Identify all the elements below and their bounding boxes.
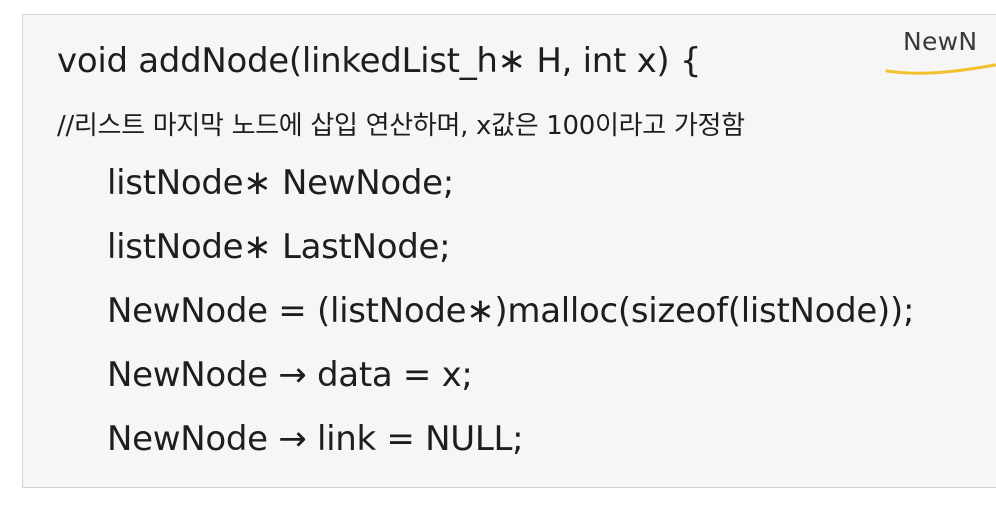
code-line-newnode-declaration: listNode∗ NewNode; (107, 163, 454, 203)
code-box: void addNode(linkedList_h∗ H, int x) { /… (22, 14, 996, 488)
code-line-data-assign: NewNode → data = x; (107, 355, 473, 395)
code-line-function-signature: void addNode(linkedList_h∗ H, int x) { (57, 41, 702, 81)
annotation-underline (885, 63, 996, 75)
code-line-lastnode-declaration: listNode∗ LastNode; (107, 227, 451, 267)
code-line-comment: //리스트 마지막 노드에 삽입 연산하며, x값은 100이라고 가정함 (57, 111, 745, 141)
handwritten-annotation: NewN (903, 27, 978, 56)
code-line-malloc: NewNode = (listNode∗)malloc(sizeof(listN… (107, 291, 915, 331)
code-line-link-assign: NewNode → link = NULL; (107, 419, 524, 459)
